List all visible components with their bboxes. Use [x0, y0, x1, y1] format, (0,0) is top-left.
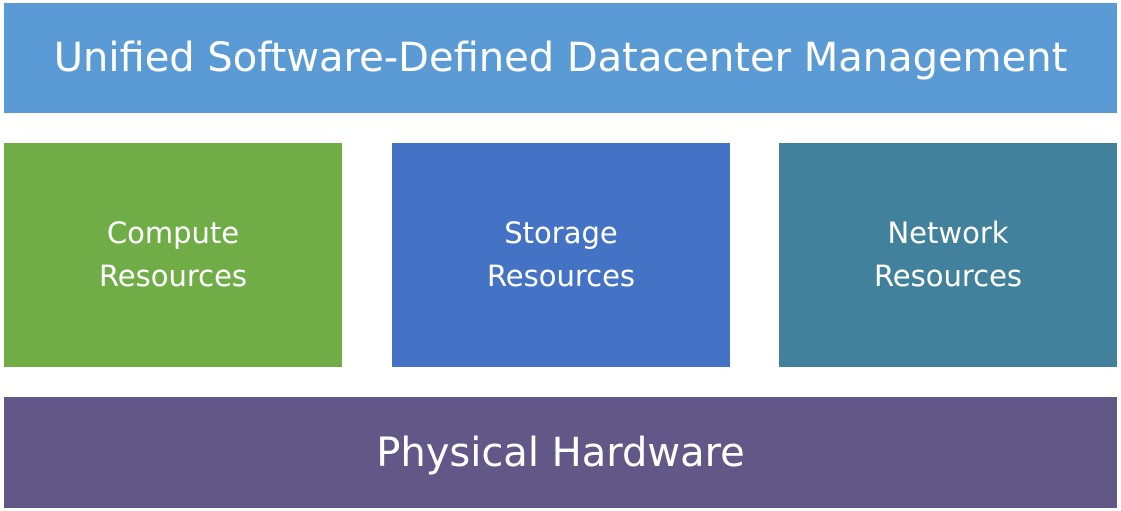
network-resources-box: Network Resources: [779, 143, 1117, 367]
management-layer-label: Unified Software-Defined Datacenter Mana…: [53, 35, 1068, 81]
management-layer-box: Unified Software-Defined Datacenter Mana…: [4, 3, 1117, 113]
network-resources-label-line1: Network: [887, 216, 1009, 250]
physical-hardware-box: Physical Hardware: [4, 397, 1117, 508]
physical-hardware-label: Physical Hardware: [376, 429, 745, 476]
storage-resources-label-line2: Resources: [486, 259, 636, 293]
storage-resources-label-line1: Storage: [504, 216, 618, 250]
network-resources-label-line2: Resources: [873, 259, 1023, 293]
compute-resources-box: Compute Resources: [4, 143, 342, 367]
compute-resources-label-line1: Compute: [106, 216, 240, 250]
compute-resources-label-line2: Resources: [98, 259, 248, 293]
storage-resources-box: Storage Resources: [392, 143, 730, 367]
